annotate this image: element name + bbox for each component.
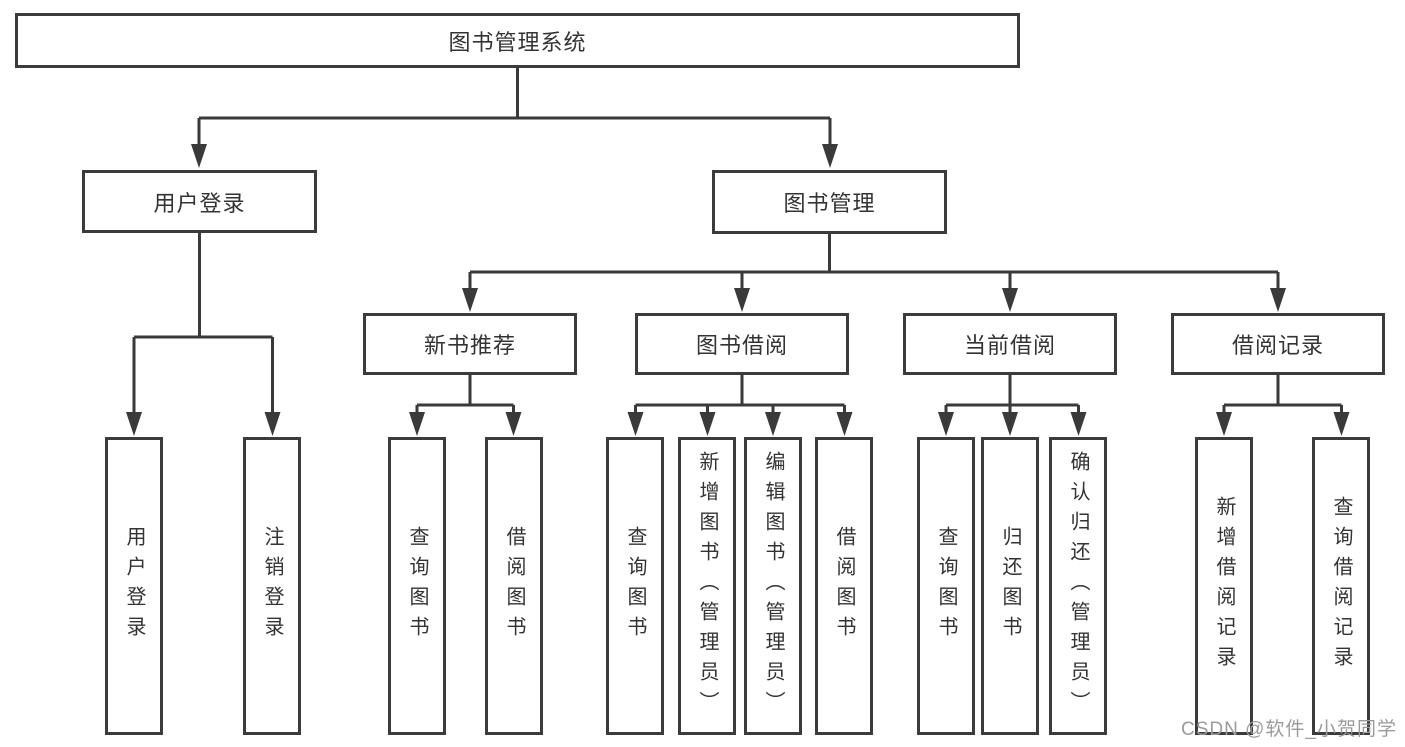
leaf-edit-books-admin: 编辑图书（管理员）	[744, 437, 802, 735]
node-label: 查询图书	[624, 526, 646, 646]
leaf-add-borrow-record: 新增借阅记录	[1195, 437, 1253, 735]
node-label: 查询图书	[935, 526, 957, 646]
node-label: 新书推荐	[423, 333, 516, 358]
node-label: 图书管理	[783, 191, 876, 216]
leaf-logout: 注销登录	[243, 437, 301, 735]
leaf-query-borrow-record: 查询借阅记录	[1312, 437, 1370, 735]
node-label: 用户登录	[153, 190, 246, 216]
leaf-add-books-admin: 新增图书（管理员）	[678, 437, 736, 735]
node-label: 图书借阅	[695, 333, 788, 358]
leaf-user-login: 用户登录	[105, 437, 163, 735]
node-label: 确认归还（管理员）	[1067, 451, 1089, 721]
leaf-query-books: 查询图书	[606, 437, 664, 735]
node-label: 当前借阅	[963, 333, 1056, 358]
node-label: 新增图书（管理员）	[696, 451, 718, 721]
leaf-borrow-books: 借阅图书	[815, 437, 873, 735]
node-book-management: 图书管理	[712, 170, 947, 234]
node-label: 借阅图书	[833, 526, 855, 646]
csdn-watermark: CSDN @软件_小贺同学	[1181, 719, 1397, 740]
node-user-login: 用户登录	[82, 170, 317, 233]
node-label: 查询借阅记录	[1330, 496, 1352, 676]
leaf-borrow-books: 借阅图书	[485, 437, 543, 735]
node-label: 新增借阅记录	[1213, 496, 1235, 676]
node-label: 查询图书	[406, 526, 428, 646]
node-label: 用户登录	[123, 526, 145, 646]
node-label: 借阅图书	[503, 526, 525, 646]
leaf-query-books: 查询图书	[388, 437, 446, 735]
node-label: 归还图书	[999, 526, 1021, 646]
node-new-book-recommendation: 新书推荐	[363, 313, 577, 375]
leaf-return-books: 归还图书	[981, 437, 1039, 735]
node-label: 借阅记录	[1231, 333, 1324, 358]
leaf-confirm-return-admin: 确认归还（管理员）	[1049, 437, 1107, 735]
node-label: 图书管理系统	[448, 29, 587, 55]
node-library-management-system: 图书管理系统	[15, 13, 1020, 68]
node-borrowing-records: 借阅记录	[1171, 313, 1385, 375]
node-label: 编辑图书（管理员）	[762, 451, 784, 721]
node-label: 注销登录	[261, 526, 283, 646]
leaf-query-books: 查询图书	[917, 437, 975, 735]
node-current-borrowing: 当前借阅	[903, 313, 1117, 375]
node-book-borrowing: 图书借阅	[635, 313, 849, 375]
